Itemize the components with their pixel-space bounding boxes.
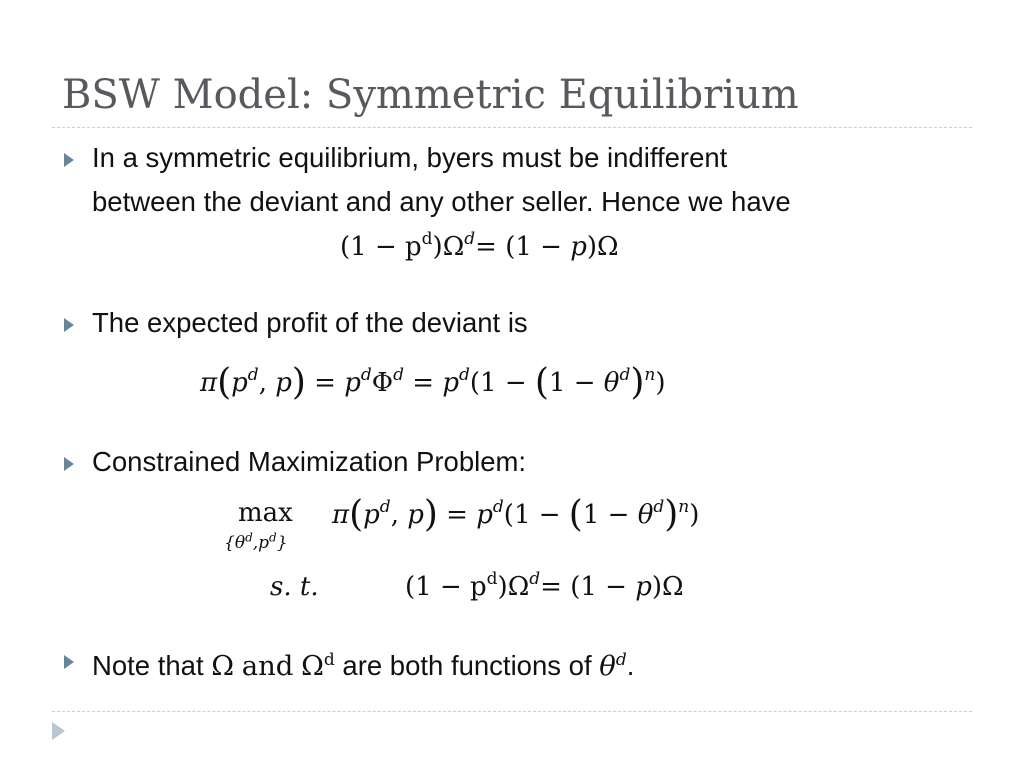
max-operator: max	[238, 498, 293, 528]
bullet-arrow-icon	[64, 318, 74, 332]
title-divider	[52, 127, 972, 128]
theta-d-symbol: θd	[599, 650, 627, 683]
bullet-4-text-a: Note that	[92, 650, 204, 682]
slide-title: BSW Model: Symmetric Equilibrium	[62, 72, 799, 118]
bullet-1-line-2: between the deviant and any other seller…	[92, 186, 791, 217]
subject-to-label: s. t.	[270, 572, 319, 602]
nav-arrow-icon[interactable]	[52, 722, 65, 740]
bullet-2-text: The expected profit of the deviant is	[92, 307, 528, 338]
period: .	[626, 650, 635, 682]
omega-symbol: Ω	[211, 650, 235, 683]
equation-indifference: (1 − pd)Ωd= (1 − p)Ω	[340, 229, 619, 263]
bullet-4-text-b: are both functions of	[342, 650, 592, 682]
bullet-3-text: Constrained Maximization Problem:	[92, 446, 527, 477]
footer-divider	[52, 711, 972, 712]
equation-objective: π(pd, p) = pd(1 − (1 − θd)n)	[332, 494, 700, 535]
bullet-arrow-icon	[64, 153, 74, 167]
bullet-1-line-1: In a symmetric equilibrium, byers must b…	[92, 142, 728, 173]
and-word: and	[241, 650, 294, 683]
equation-constraint: (1 − pd)Ωd= (1 − p)Ω	[405, 569, 684, 603]
max-label: max	[238, 498, 293, 528]
bullet-arrow-icon	[64, 655, 74, 669]
omega-d-symbol: Ωd	[301, 650, 335, 683]
bullet-4-text: Note that Ω and Ωd are both functions of…	[92, 638, 634, 688]
max-subscript: {θd,pd}	[224, 530, 288, 553]
bullet-arrow-icon	[64, 457, 74, 471]
equation-expected-profit: π(pd, p) = pdΦd = pd(1 − (1 − θd)n)	[200, 362, 666, 403]
